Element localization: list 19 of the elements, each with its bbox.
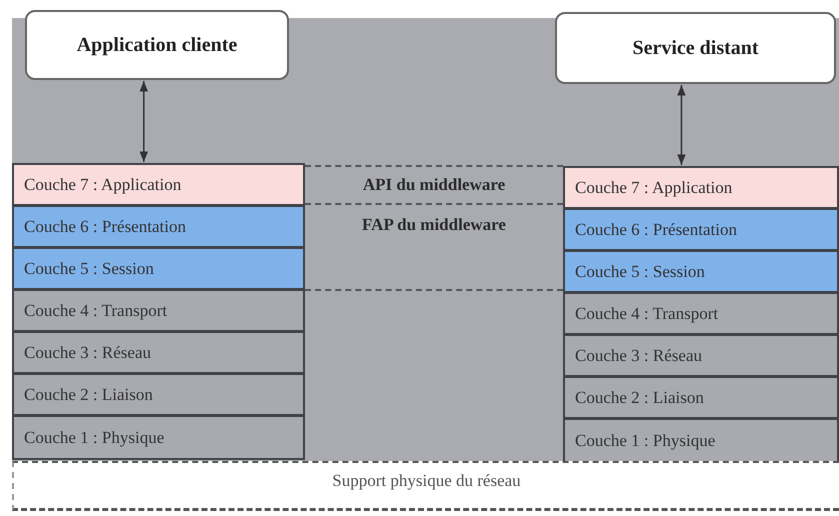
layer-row: Couche 6 : Présentation	[563, 208, 839, 251]
layer-row: Couche 2 : Liaison	[12, 373, 305, 416]
layer-row: Couche 4 : Transport	[563, 292, 839, 335]
layer-row: Couche 1 : Physique	[12, 415, 305, 460]
application-box: Service distant	[555, 12, 836, 84]
layer-row: Couche 3 : Réseau	[12, 331, 305, 374]
layer-row: Couche 7 : Application	[563, 166, 839, 209]
layer-row: Couche 6 : Présentation	[12, 205, 305, 248]
layer-row: Couche 5 : Session	[563, 250, 839, 293]
layer-row: Couche 2 : Liaison	[563, 376, 839, 419]
double-arrow	[677, 85, 686, 165]
double-arrow	[140, 81, 148, 162]
layer-row: Couche 4 : Transport	[12, 289, 305, 332]
layer-row: Couche 5 : Session	[12, 247, 305, 290]
network-band: Support physique du réseau	[12, 461, 839, 511]
layer-row: Couche 1 : Physique	[563, 418, 839, 463]
application-box: Application cliente	[25, 10, 289, 80]
layer-row: Couche 3 : Réseau	[563, 334, 839, 377]
layer-row: Couche 7 : Application	[12, 163, 305, 206]
